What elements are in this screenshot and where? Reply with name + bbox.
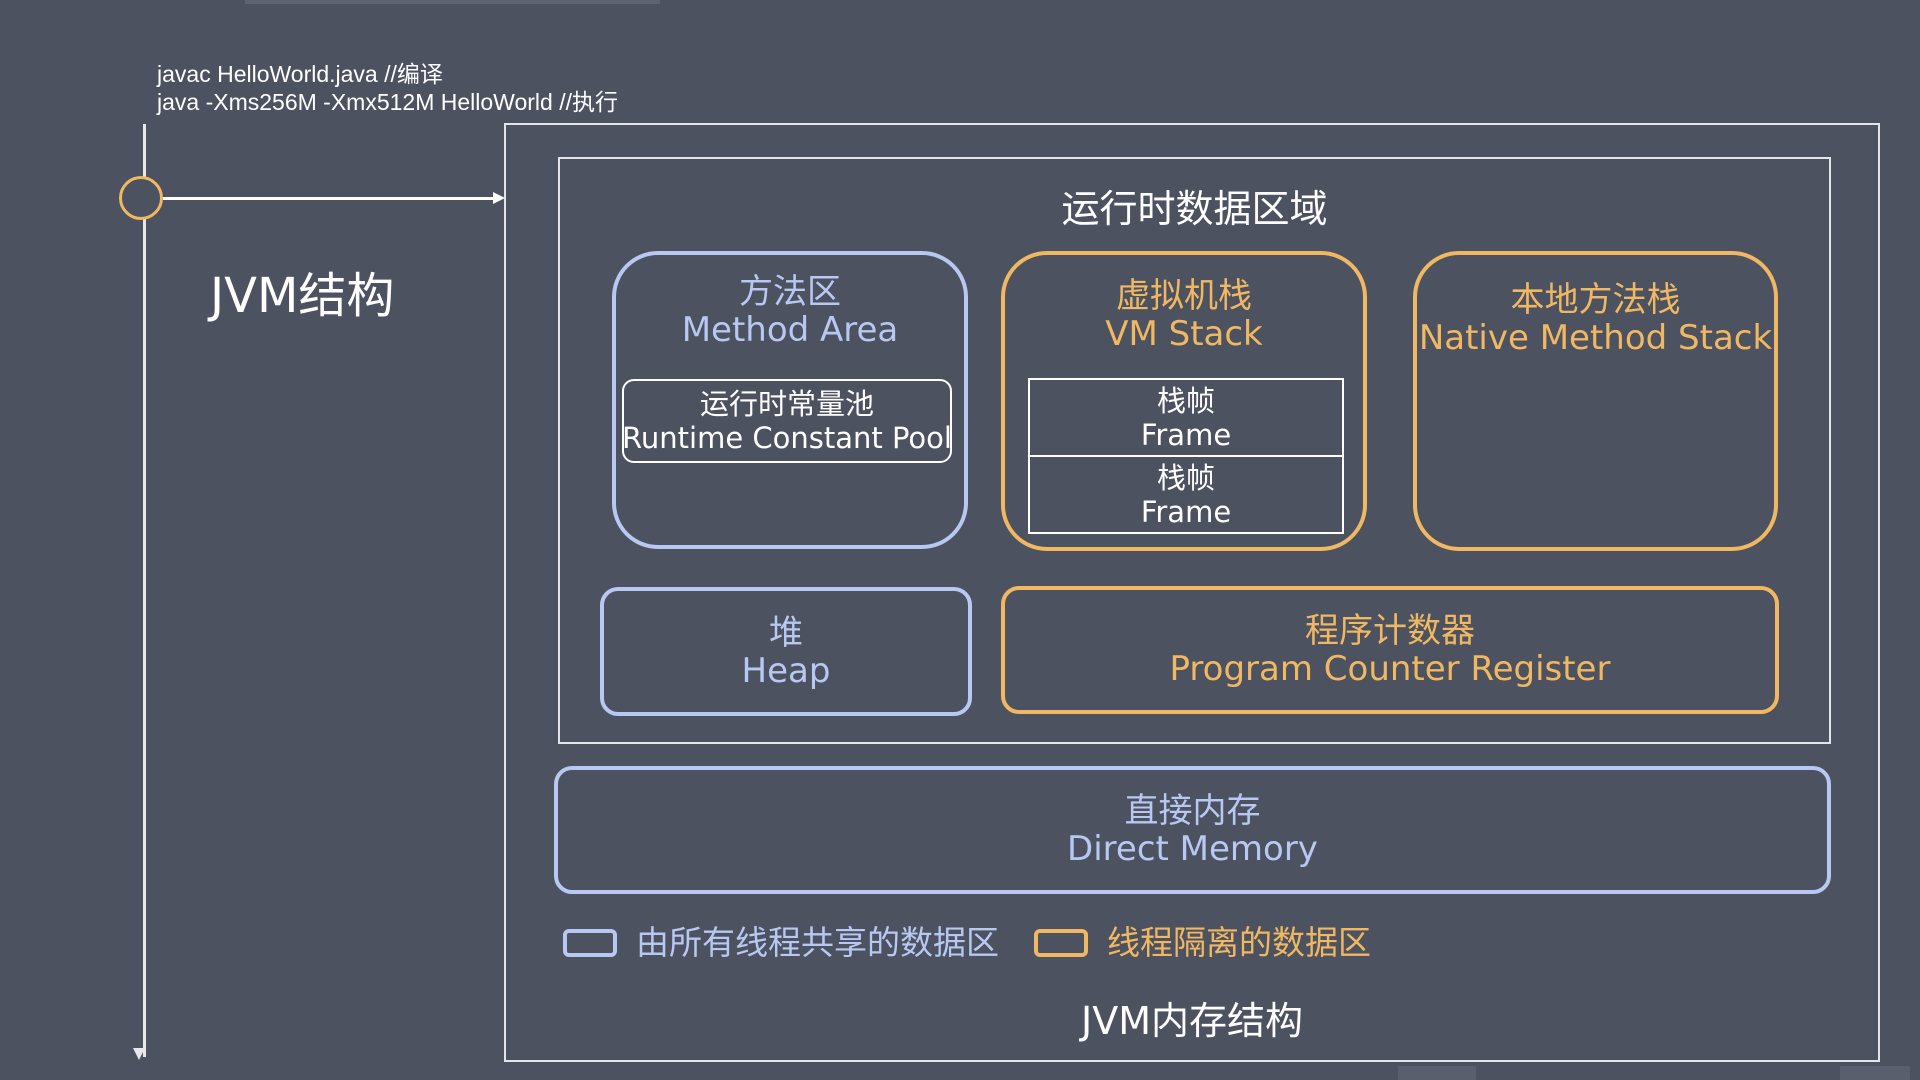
vm-stack-label-en: VM Stack [1105, 314, 1263, 354]
runtime-data-area [558, 157, 1831, 744]
stack-frame-label-en: Frame [1140, 417, 1232, 452]
direct-memory-box: 直接内存 Direct Memory [554, 766, 1831, 894]
timeline-arrowhead [133, 1048, 145, 1060]
connector-arrowhead [493, 192, 505, 204]
jvm-memory-container [504, 123, 1880, 1062]
method-area-label-en: Method Area [681, 310, 899, 350]
compile-command: javac HelloWorld.java //编译 [157, 61, 443, 87]
runtime-constant-pool-label-en: Runtime Constant Pool [622, 421, 952, 455]
runtime-constant-pool-label-cn: 运行时常量池 [699, 387, 874, 421]
direct-memory-label-en: Direct Memory [1067, 829, 1318, 869]
legend-shared-label: 由所有线程共享的数据区 [636, 923, 999, 962]
stack-frame-label-en: Frame [1140, 494, 1232, 529]
runtime-data-area-title: 运行时数据区域 [1061, 187, 1328, 231]
vm-stack-box: 虚拟机栈 VM Stack [1001, 251, 1367, 551]
execute-command: java -Xms256M -Xmx512M HelloWorld //执行 [157, 89, 618, 115]
method-area-label-cn: 方法区 [739, 272, 841, 312]
bottom-tab [1840, 1066, 1910, 1080]
native-method-stack-label-cn: 本地方法栈 [1510, 280, 1681, 320]
jvm-memory-structure-title: JVM内存结构 [1081, 999, 1303, 1043]
legend-isolated-label: 线程隔离的数据区 [1107, 923, 1371, 962]
stack-frame: 栈帧 Frame [1028, 455, 1344, 534]
jvm-structure-title: JVM结构 [210, 268, 395, 324]
vm-stack-label-cn: 虚拟机栈 [1116, 276, 1252, 316]
heap-box: 堆 Heap [600, 587, 972, 716]
timeline-line [143, 124, 146, 1057]
legend-shared-swatch [563, 929, 617, 957]
method-area-box: 方法区 Method Area [612, 251, 968, 549]
runtime-constant-pool-box: 运行时常量池 Runtime Constant Pool [622, 379, 952, 463]
direct-memory-label-cn: 直接内存 [1124, 791, 1261, 831]
heap-label-cn: 堆 [769, 612, 803, 653]
stack-frame-label-cn: 栈帧 [1156, 383, 1215, 418]
top-edge-strip [245, 0, 660, 4]
native-method-stack-label-en: Native Method Stack [1418, 318, 1773, 358]
native-method-stack-box: 本地方法栈 Native Method Stack [1413, 251, 1778, 551]
connector-line [163, 197, 493, 200]
legend-isolated-swatch [1034, 929, 1088, 957]
bottom-tab [1398, 1066, 1476, 1080]
stack-frame: 栈帧 Frame [1028, 378, 1344, 457]
program-counter-register-box: 程序计数器 Program Counter Register [1001, 586, 1779, 714]
heap-label-en: Heap [741, 650, 831, 691]
stack-frame-label-cn: 栈帧 [1156, 460, 1215, 495]
timeline-node [119, 176, 163, 220]
program-counter-register-label-cn: 程序计数器 [1305, 611, 1475, 651]
program-counter-register-label-en: Program Counter Register [1169, 649, 1611, 689]
